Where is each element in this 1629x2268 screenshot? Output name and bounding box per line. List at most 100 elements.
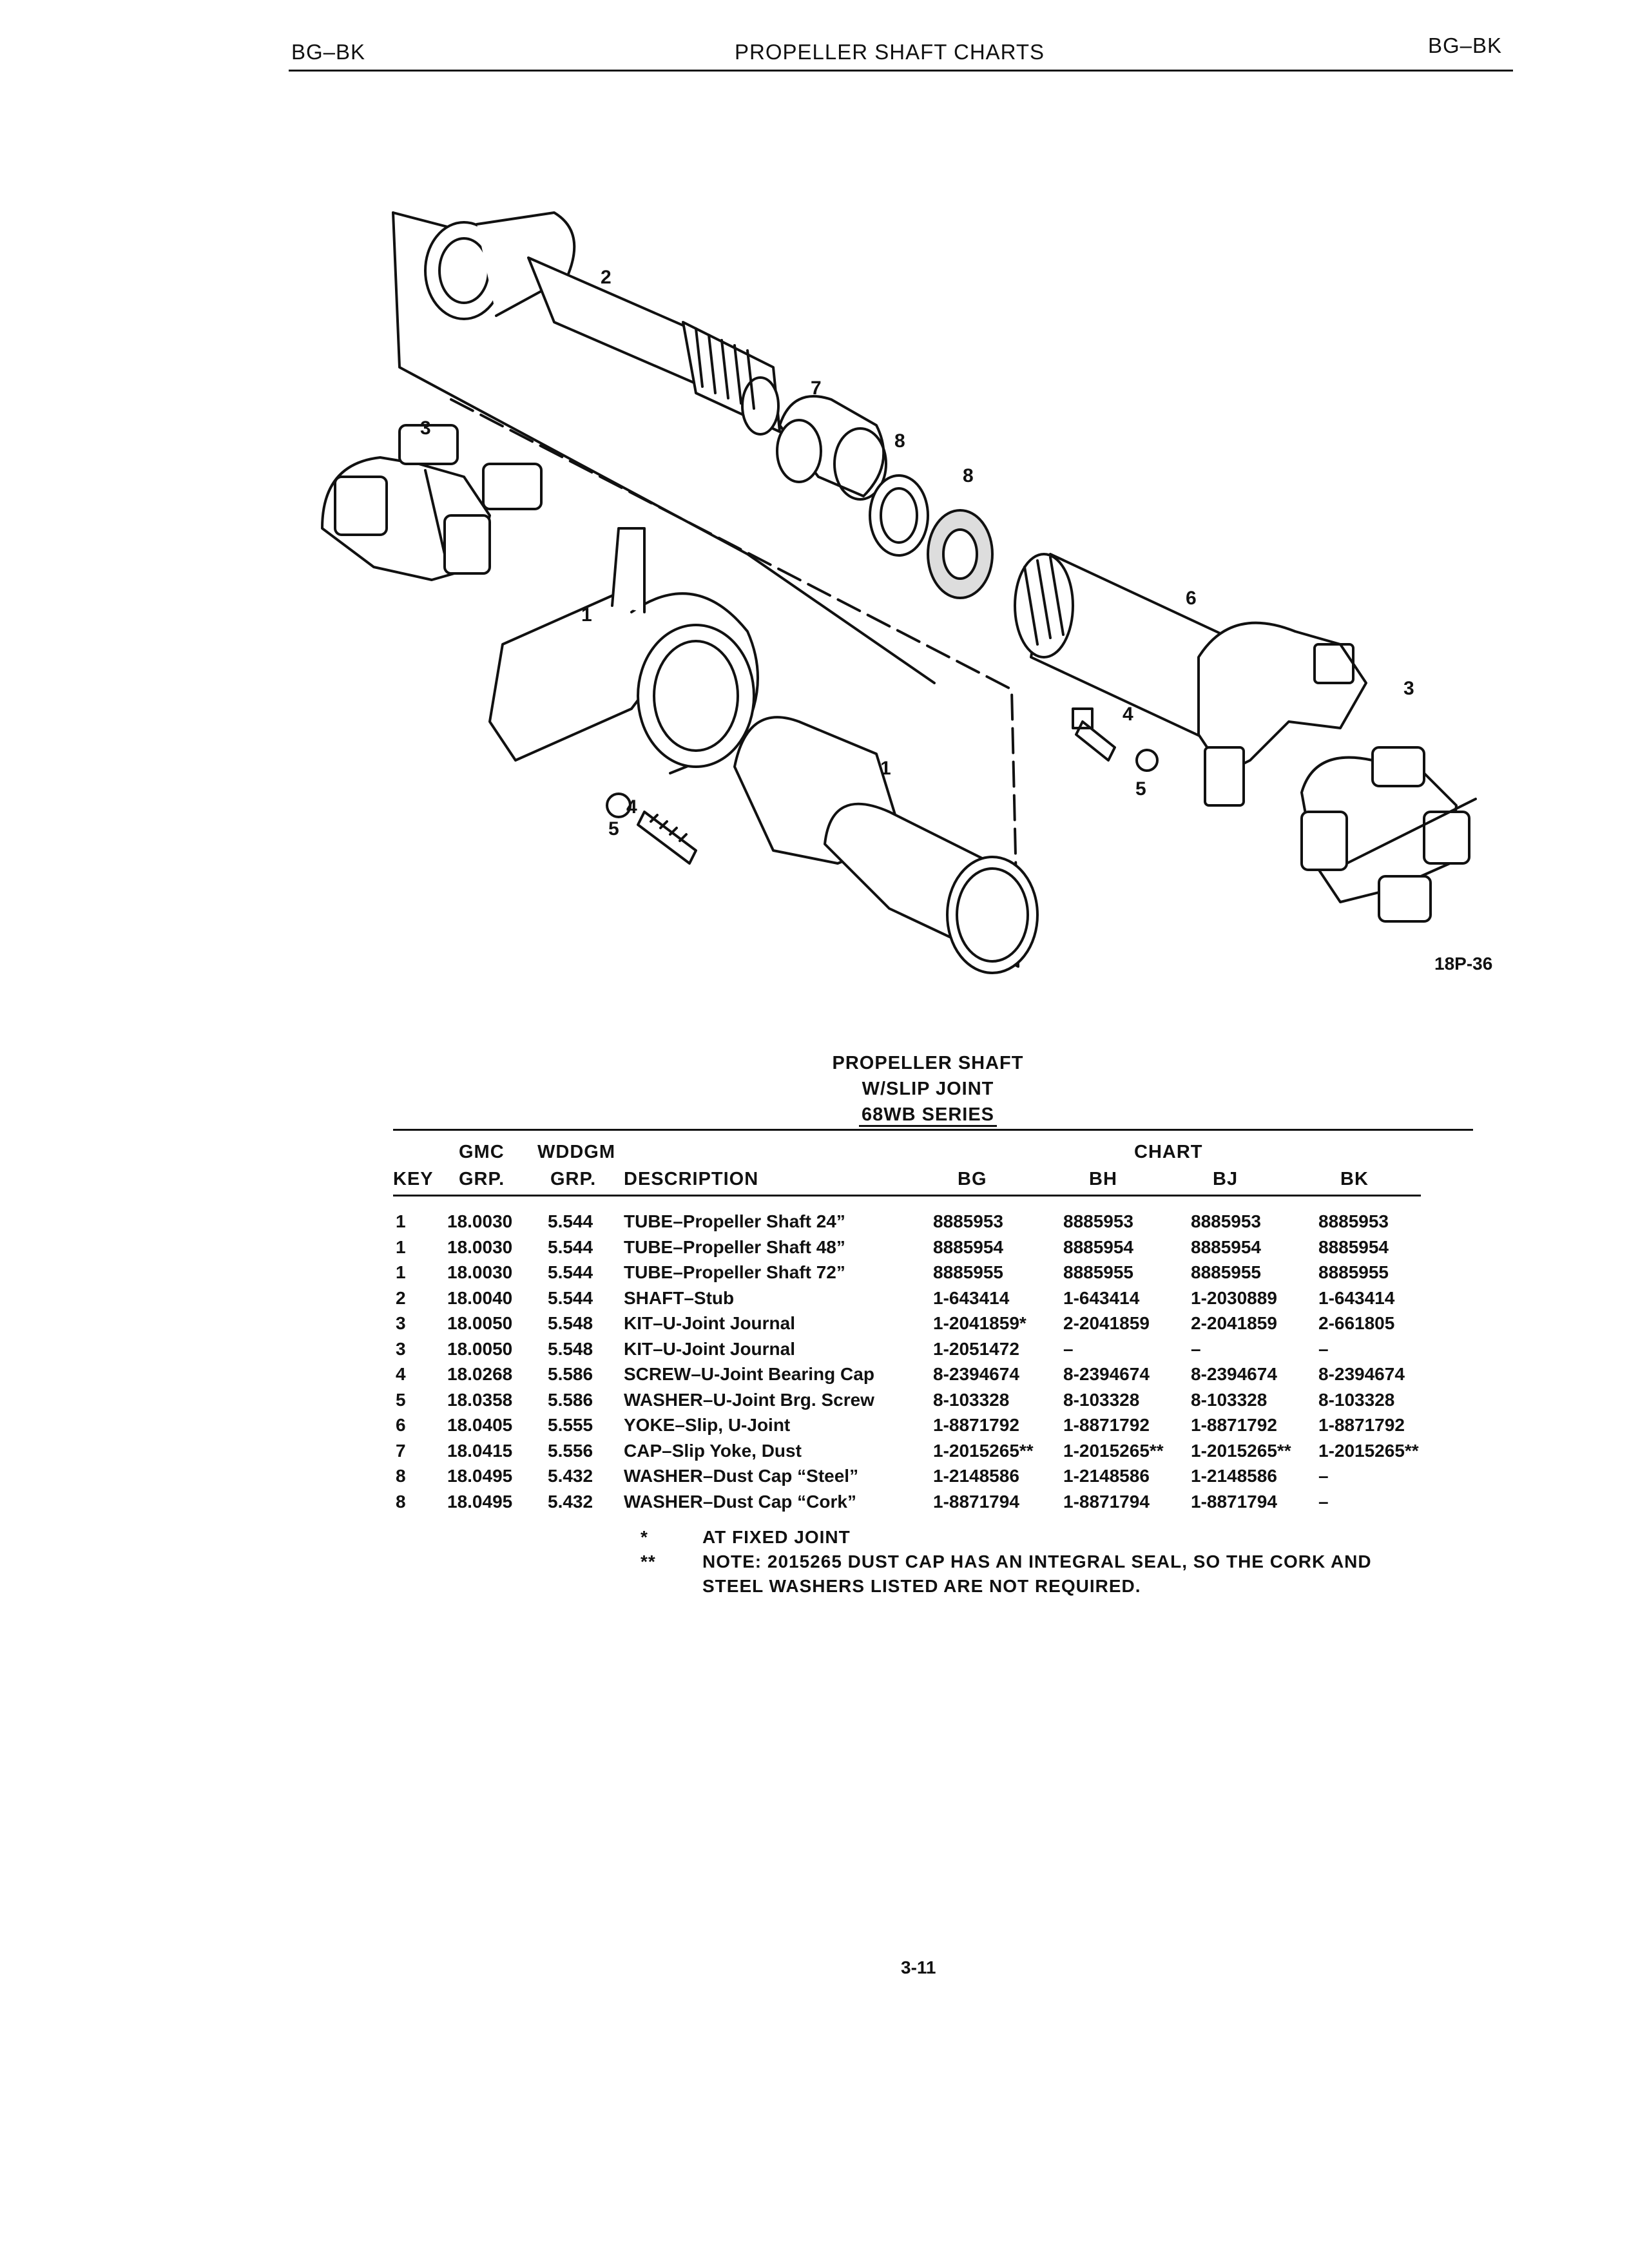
cell-wddgm-grp: 5.544 (548, 1287, 593, 1308)
cell-bg: 1-2148586 (933, 1466, 1019, 1486)
table-title-line-1: PROPELLER SHAFT (832, 1053, 1024, 1073)
cell-gmc-grp: 18.0030 (447, 1236, 513, 1257)
header-rule (289, 70, 1513, 72)
cell-bh: 1-643414 (1063, 1287, 1140, 1308)
col-header-bh: BH (1089, 1169, 1117, 1189)
callout-2: 2 (601, 267, 612, 288)
callout-7: 7 (811, 378, 822, 399)
cell-key: 1 (396, 1211, 406, 1231)
page-title: PROPELLER SHAFT CHARTS (735, 40, 1045, 64)
cell-description: CAP–Slip Yoke, Dust (624, 1440, 802, 1461)
callout-1-yoke: 1 (581, 604, 592, 626)
series-label: 68WB SERIES (859, 1104, 997, 1127)
cell-description: TUBE–Propeller Shaft 48” (624, 1236, 845, 1257)
cell-gmc-grp: 18.0030 (447, 1262, 513, 1282)
footnote-1: AT FIXED JOINT (702, 1527, 851, 1547)
col-header-gmc-grp: GRP. (459, 1169, 505, 1189)
cell-bk: 1-2015265** (1318, 1440, 1419, 1461)
tube-part (733, 716, 1039, 974)
col-header-bk: BK (1340, 1169, 1369, 1189)
cell-bg: 1-643414 (933, 1287, 1010, 1308)
cell-bk: 8-2394674 (1318, 1364, 1405, 1384)
cell-description: WASHER–Dust Cap “Steel” (624, 1466, 859, 1486)
callout-3-right: 3 (1403, 678, 1414, 699)
cell-key: 1 (396, 1236, 406, 1257)
cell-gmc-grp: 18.0405 (447, 1415, 513, 1435)
stub-shaft-part (424, 211, 781, 436)
footnote-2-continued: STEEL WASHERS LISTED ARE NOT REQUIRED. (702, 1576, 1141, 1596)
col-header-wddgm: WDDGM (537, 1142, 615, 1162)
cell-key: 8 (396, 1466, 406, 1486)
cell-bh: 1-8871792 (1063, 1415, 1150, 1435)
callout-8-cork: 8 (963, 465, 974, 486)
dust-cap-part (776, 395, 887, 501)
cell-bk: 8885953 (1318, 1211, 1389, 1231)
screw-washer-left (606, 793, 697, 865)
cell-bg: 1-8871792 (933, 1415, 1019, 1435)
header-right-code: BG–BK (1428, 34, 1503, 57)
cell-bg: 1-8871794 (933, 1491, 1019, 1512)
table-rule-top (393, 1129, 1473, 1131)
cell-bj: 1-2015265** (1191, 1440, 1291, 1461)
col-header-chart: CHART (1134, 1142, 1203, 1162)
cell-bj: 2-2041859 (1191, 1313, 1277, 1333)
page-number: 3-11 (901, 1957, 936, 1977)
callout-4-left: 4 (626, 796, 637, 818)
cell-bj: 8885954 (1191, 1236, 1262, 1257)
figure-id: 18P-36 (1434, 954, 1493, 974)
callout-1-tube: 1 (880, 758, 891, 779)
cell-key: 3 (396, 1338, 406, 1359)
exploded-view-diagram: 2 7 8 8 3 1 6 4 5 3 1 4 5 (321, 211, 1477, 974)
cork-washer-part (927, 509, 994, 599)
cell-bk: 8885954 (1318, 1236, 1389, 1257)
cell-bg: 8885954 (933, 1236, 1004, 1257)
cell-bh: 8885953 (1063, 1211, 1134, 1231)
cell-wddgm-grp: 5.586 (548, 1389, 593, 1410)
callout-5-right: 5 (1135, 778, 1146, 800)
cell-bj: 1-2148586 (1191, 1466, 1277, 1486)
cell-bk: 2-661805 (1318, 1313, 1395, 1333)
u-joint-journal-right (1300, 746, 1477, 923)
cell-bh: – (1063, 1338, 1074, 1359)
cell-bh: 8885955 (1063, 1262, 1134, 1282)
cell-description: TUBE–Propeller Shaft 72” (624, 1262, 845, 1282)
cell-bh: 1-2148586 (1063, 1466, 1150, 1486)
cell-wddgm-grp: 5.548 (548, 1313, 593, 1333)
cell-key: 4 (396, 1364, 406, 1384)
cell-description: KIT–U-Joint Journal (624, 1338, 796, 1359)
cell-bj: 8885955 (1191, 1262, 1262, 1282)
cell-gmc-grp: 18.0268 (447, 1364, 513, 1384)
col-header-wddgm-grp: GRP. (550, 1169, 597, 1189)
cell-wddgm-grp: 5.544 (548, 1236, 593, 1257)
cell-bj: 8-2394674 (1191, 1364, 1277, 1384)
cell-key: 6 (396, 1415, 406, 1435)
cell-wddgm-grp: 5.555 (548, 1415, 593, 1435)
cell-bk: – (1318, 1338, 1329, 1359)
cell-bh: 8-2394674 (1063, 1364, 1150, 1384)
cell-gmc-grp: 18.0358 (447, 1389, 513, 1410)
footnote-2: NOTE: 2015265 DUST CAP HAS AN INTEGRAL S… (702, 1552, 1372, 1571)
cell-bg: 1-2041859* (933, 1313, 1027, 1333)
callout-5-left: 5 (608, 818, 619, 840)
cell-key: 8 (396, 1491, 406, 1512)
cell-gmc-grp: 18.0050 (447, 1313, 513, 1333)
cell-wddgm-grp: 5.432 (548, 1491, 593, 1512)
cell-bg: 1-2015265** (933, 1440, 1034, 1461)
callout-3-left: 3 (420, 418, 431, 439)
callout-4-right: 4 (1123, 704, 1133, 725)
slip-yoke-part (1014, 553, 1367, 807)
cell-gmc-grp: 18.0415 (447, 1440, 513, 1461)
cell-bj: 8885953 (1191, 1211, 1262, 1231)
cell-key: 2 (396, 1287, 406, 1308)
cell-key: 5 (396, 1389, 406, 1410)
col-header-bj: BJ (1213, 1169, 1239, 1189)
cell-bh: 1-2015265** (1063, 1440, 1164, 1461)
callout-6: 6 (1186, 588, 1197, 609)
cell-gmc-grp: 18.0030 (447, 1211, 513, 1231)
cell-key: 7 (396, 1440, 406, 1461)
cell-bk: 1-643414 (1318, 1287, 1395, 1308)
cell-description: WASHER–U-Joint Brg. Screw (624, 1389, 874, 1410)
cell-gmc-grp: 18.0495 (447, 1491, 513, 1512)
cell-key: 3 (396, 1313, 406, 1333)
cell-description: SCREW–U-Joint Bearing Cap (624, 1364, 874, 1384)
